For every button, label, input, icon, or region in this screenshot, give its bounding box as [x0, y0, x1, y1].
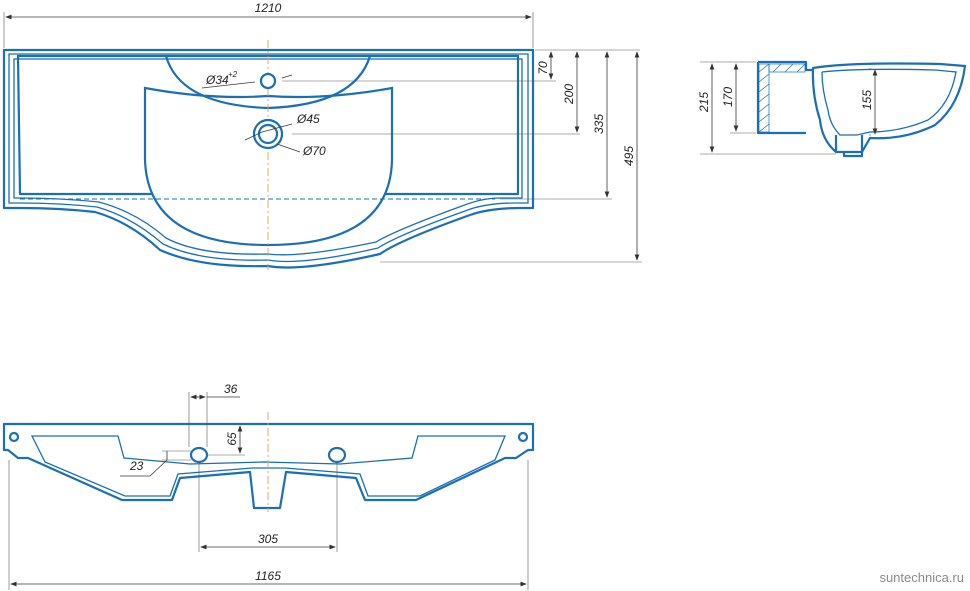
tap-hole-tolerance: +2 — [228, 70, 238, 79]
tap-hole-label: Ø34 — [205, 73, 229, 87]
left-mount-hole — [8, 431, 20, 443]
dim-170: 170 — [721, 87, 735, 107]
front-outer-contour — [2, 422, 535, 510]
drain-inner — [257, 123, 279, 145]
side-bowl-outer — [811, 62, 967, 154]
dim-1165: 1165 — [255, 569, 281, 583]
dim-1210: 1210 — [255, 1, 282, 15]
dim-23: 23 — [129, 459, 144, 473]
drain-inner-label: Ø45 — [296, 112, 320, 126]
dim-65: 65 — [225, 432, 239, 446]
side-section-view: 215 170 155 — [697, 60, 967, 158]
right-tap-hole — [327, 446, 347, 464]
deck-inner-outline — [16, 54, 520, 196]
dim-155: 155 — [860, 90, 874, 110]
side-rim-top — [758, 60, 813, 72]
drain-outer-label: Ø70 — [302, 144, 326, 158]
right-mount-hole — [517, 431, 529, 443]
tap-hole — [259, 72, 277, 90]
front-view: 36 65 23 305 1165 — [2, 382, 535, 590]
top-view: 1210 Ø34 +2 Ø45 Ø70 70 200 335 495 — [2, 1, 642, 270]
watermark: suntechnica.ru — [879, 570, 964, 585]
side-bowl-inner — [821, 68, 957, 136]
dim-36: 36 — [224, 382, 238, 396]
dim-200: 200 — [562, 84, 576, 105]
side-front-wall — [756, 62, 806, 135]
dim-70: 70 — [536, 61, 550, 75]
dim-305: 305 — [258, 532, 278, 546]
dim-215: 215 — [697, 92, 711, 113]
dim-335: 335 — [592, 114, 606, 134]
front-inner-contour — [30, 435, 506, 497]
bowl-outline — [143, 86, 394, 247]
left-tap-hole — [189, 446, 209, 464]
dim-495: 495 — [622, 146, 636, 166]
